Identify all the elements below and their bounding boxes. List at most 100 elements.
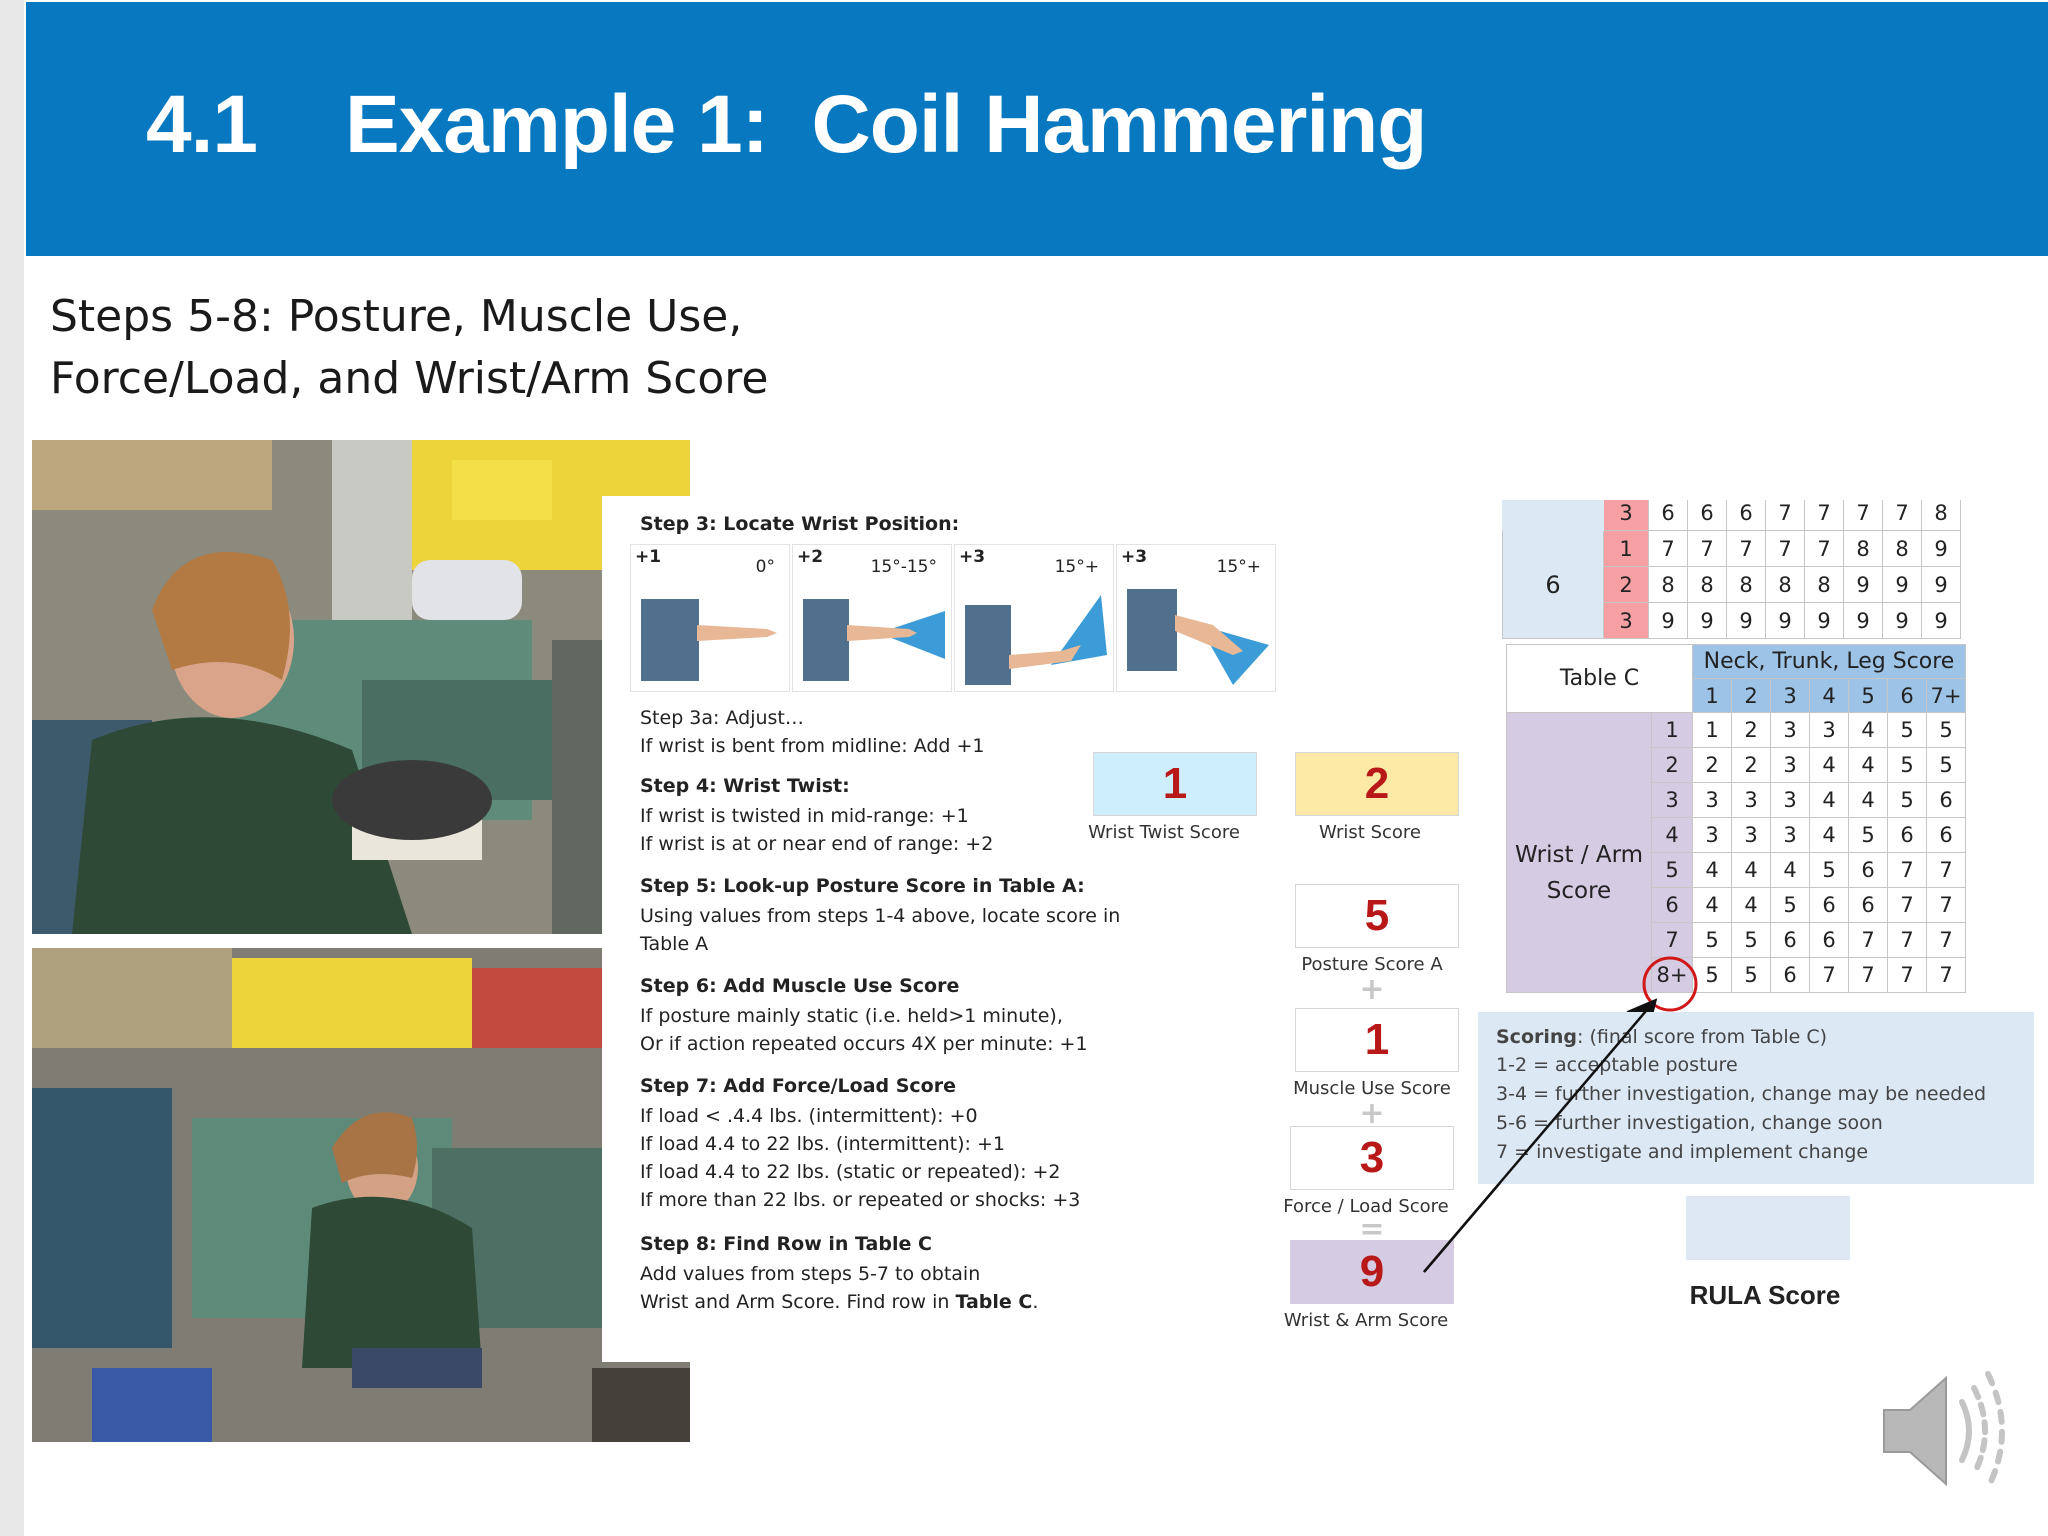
scoring-line-1: 1-2 = acceptable posture — [1496, 1054, 1738, 1076]
steps-panel: Step 3: Locate Wrist Position: +1 0° +2 … — [602, 496, 1292, 1362]
table-c-cell: 4 — [1809, 817, 1849, 853]
step3-title: Step 3: Locate Wrist Position: — [640, 513, 960, 535]
table-c-col-number: 1 — [1692, 678, 1732, 713]
posture-score-a-label: Posture Score A — [1301, 954, 1443, 975]
scoring-line-2: 3-4 = further investigation, change may … — [1496, 1083, 1987, 1105]
highlight-circle — [1642, 956, 1698, 1012]
section-number: 4.1 — [146, 79, 258, 170]
table-c-cell: 5 — [1731, 957, 1771, 993]
table-c-title: Table C — [1506, 644, 1693, 713]
wrist-diagram-1 — [641, 599, 777, 681]
table-c-cell: 1 — [1692, 712, 1732, 748]
table-b-cell: 7 — [1648, 530, 1688, 567]
table-b-cell: 8 — [1921, 500, 1961, 531]
plus-sign-2: + — [1359, 1096, 1385, 1131]
table-c-cell: 4 — [1692, 852, 1732, 888]
table-c-cell: 6 — [1770, 957, 1810, 993]
table-b-cell: 9 — [1921, 602, 1961, 639]
step7-line2: If load 4.4 to 22 lbs. (intermittent): +… — [640, 1133, 1005, 1155]
table-c-cell: 3 — [1809, 712, 1849, 748]
table-c-cell: 4 — [1809, 747, 1849, 783]
table-c-cell: 4 — [1848, 747, 1888, 783]
photo-closeup — [32, 440, 690, 934]
table-c-cell: 5 — [1770, 887, 1810, 923]
table-b-cell: 9 — [1648, 602, 1688, 639]
table-c-cell: 5 — [1887, 782, 1927, 818]
wrist-plus-3: +3 — [959, 547, 986, 567]
table-c-row-label: Wrist / Arm Score — [1506, 712, 1652, 993]
table-c-cell: 3 — [1731, 782, 1771, 818]
table-c-col-number: 4 — [1809, 678, 1849, 713]
force-load-score-label: Force / Load Score — [1283, 1196, 1449, 1217]
table-c-cell: 6 — [1926, 817, 1966, 853]
wrist-arm-score-label: Wrist & Arm Score — [1283, 1310, 1449, 1331]
table-c-col-header: Neck, Trunk, Leg Score — [1692, 644, 1966, 679]
table-c-cell: 5 — [1887, 747, 1927, 783]
table-b-cell: 7 — [1765, 500, 1805, 531]
photo-closeup-image — [32, 440, 690, 934]
table-b-group-cell-top — [1502, 500, 1604, 531]
table-c-cell: 3 — [1770, 782, 1810, 818]
table-b-group-label: 6 — [1502, 530, 1604, 639]
table-b-cell: 8 — [1648, 566, 1688, 603]
step4-line1: If wrist is twisted in mid-range: +1 — [640, 805, 969, 827]
table-b-cell: 8 — [1804, 566, 1844, 603]
wrist-plus-1: +1 — [635, 547, 662, 567]
step8-line2-prefix: Wrist and Arm Score. Find row in — [640, 1291, 956, 1313]
table-c-cell: 2 — [1692, 747, 1732, 783]
table-c-cell: 7 — [1887, 852, 1927, 888]
scoring-line-3: 5-6 = further investigation, change soon — [1496, 1112, 1883, 1134]
photo-wide-image — [32, 948, 690, 1442]
table-b-cell: 9 — [1882, 566, 1922, 603]
table-b-cell: 8 — [1765, 566, 1805, 603]
table-c-col-number: 3 — [1770, 678, 1810, 713]
step7-line1: If load < .4.4 lbs. (intermittent): +0 — [640, 1105, 978, 1127]
table-c-cell: 7 — [1848, 957, 1888, 993]
table-c-row-header: 2 — [1651, 747, 1693, 783]
table-c-cell: 4 — [1848, 782, 1888, 818]
scoring-title-line: Scoring: (final score from Table C) — [1496, 1026, 1827, 1048]
scoring-title: Scoring — [1496, 1026, 1578, 1048]
step8-line2-bold: Table C — [955, 1291, 1033, 1313]
wrist-diagram-4 — [1127, 589, 1269, 685]
table-c-col-number: 7+ — [1926, 678, 1966, 713]
wrist-position-4: +3 15°+ — [1116, 544, 1276, 692]
step5-line2: Table A — [640, 933, 709, 955]
table-b-cell: 9 — [1726, 602, 1766, 639]
table-c-cell: 4 — [1848, 712, 1888, 748]
step4-line2: If wrist is at or near end of range: +2 — [640, 833, 994, 855]
muscle-use-score-label: Muscle Use Score — [1293, 1078, 1451, 1099]
table-c-cell: 5 — [1887, 712, 1927, 748]
table-b-cell: 7 — [1804, 500, 1844, 531]
table-c-cell: 3 — [1770, 712, 1810, 748]
step7-title: Step 7: Add Force/Load Score — [640, 1075, 956, 1097]
table-c-cell: 2 — [1731, 747, 1771, 783]
wrist-angle-1: 0° — [755, 557, 775, 577]
table-c-cell: 7 — [1926, 957, 1966, 993]
table-c-cell: 5 — [1848, 817, 1888, 853]
slide-left-edge — [0, 0, 24, 1536]
table-b-cell: 9 — [1843, 566, 1883, 603]
step3a-text: If wrist is bent from midline: Add +1 — [640, 735, 985, 757]
table-c-col-number: 5 — [1848, 678, 1888, 713]
table-b-cell: 9 — [1843, 602, 1883, 639]
table-b-cell: 9 — [1765, 602, 1805, 639]
wrist-position-2: +2 15°-15° — [792, 544, 952, 692]
step5-line1: Using values from steps 1-4 above, locat… — [640, 905, 1121, 927]
table-c-cell: 4 — [1731, 852, 1771, 888]
wrist-position-1: +1 0° — [630, 544, 790, 692]
speaker-icon[interactable] — [1876, 1366, 2012, 1496]
photo-wide — [32, 948, 690, 1442]
table-b-cell: 6 — [1726, 500, 1766, 531]
step3a-title: Step 3a: Adjust… — [640, 707, 804, 729]
step4-title: Step 4: Wrist Twist: — [640, 775, 850, 797]
step5-title: Step 5: Look-up Posture Score in Table A… — [640, 875, 1085, 897]
table-c-cell: 5 — [1809, 852, 1849, 888]
table-c-cell: 3 — [1770, 817, 1810, 853]
step7-line4: If more than 22 lbs. or repeated or shoc… — [640, 1189, 1081, 1211]
table-b-cell: 8 — [1687, 566, 1727, 603]
table-c-cell: 4 — [1731, 887, 1771, 923]
wrist-plus-2: +2 — [797, 547, 824, 567]
